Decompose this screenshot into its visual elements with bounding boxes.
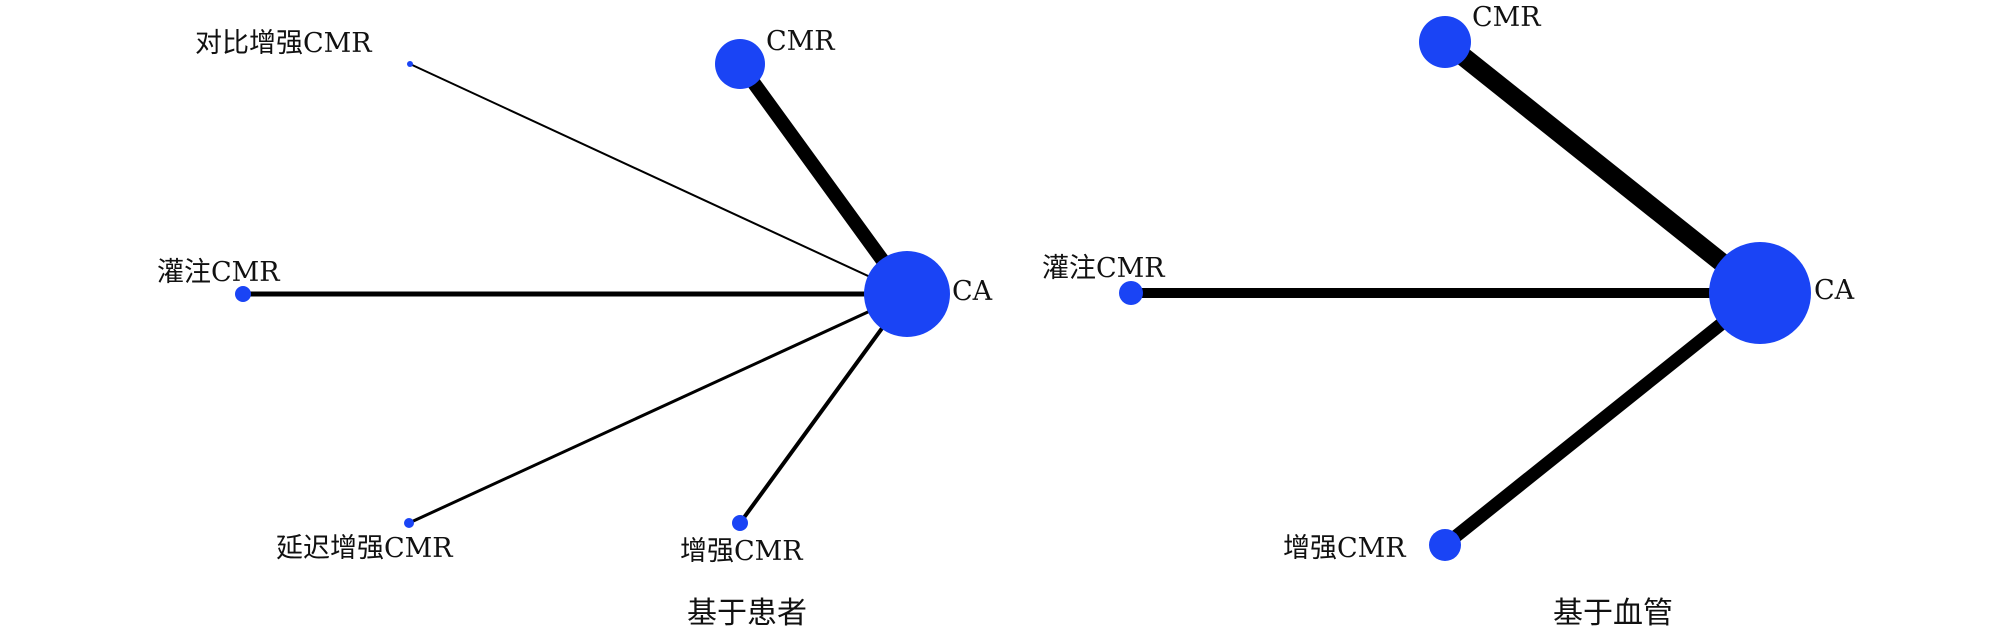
node-ca	[864, 251, 950, 337]
edge-cmr-ca	[734, 59, 913, 299]
node-contrast-cmr	[407, 61, 413, 67]
label-perfusion-cmr-2: 灌注CMR	[1042, 253, 1165, 284]
node-perfusion-cmr	[235, 286, 251, 302]
label-ca-2: CA	[1814, 275, 1855, 306]
label-late-cmr: 延迟增强CMR	[276, 533, 453, 564]
edge-late-cmr-ca	[408, 292, 908, 525]
node-cmr	[715, 39, 765, 89]
edge-enhanced-cmr-ca	[738, 292, 909, 525]
node-perfusion-cmr-2	[1119, 281, 1143, 305]
panel-patient-based: 对比增强CMR CMR 灌注CMR CA 延迟增强CMR 增强CMR 基于患者	[157, 26, 993, 631]
label-contrast-cmr: 对比增强CMR	[195, 28, 372, 59]
panel-caption-patient: 基于患者	[687, 596, 807, 631]
panel-vessel-based: CMR 灌注CMR CA 增强CMR 基于血管	[1042, 2, 1855, 631]
edge-cmr-ca-2	[1439, 34, 1766, 301]
label-enhanced-cmr: 增强CMR	[680, 536, 803, 567]
node-enhanced-cmr	[732, 515, 748, 531]
edge-contrast-cmr-ca	[409, 63, 908, 295]
node-enhanced-cmr-2	[1429, 529, 1461, 561]
label-cmr: CMR	[766, 26, 835, 57]
label-cmr-2: CMR	[1472, 2, 1541, 33]
panel-caption-vessel: 基于血管	[1553, 596, 1673, 631]
edge-enhanced-cmr-ca-2	[1440, 287, 1765, 551]
node-late-cmr	[404, 518, 414, 528]
node-cmr-2	[1419, 16, 1471, 68]
node-ca-2	[1709, 242, 1811, 344]
label-enhanced-cmr-2: 增强CMR	[1283, 533, 1406, 564]
label-ca: CA	[952, 276, 993, 307]
label-perfusion-cmr: 灌注CMR	[157, 257, 280, 288]
